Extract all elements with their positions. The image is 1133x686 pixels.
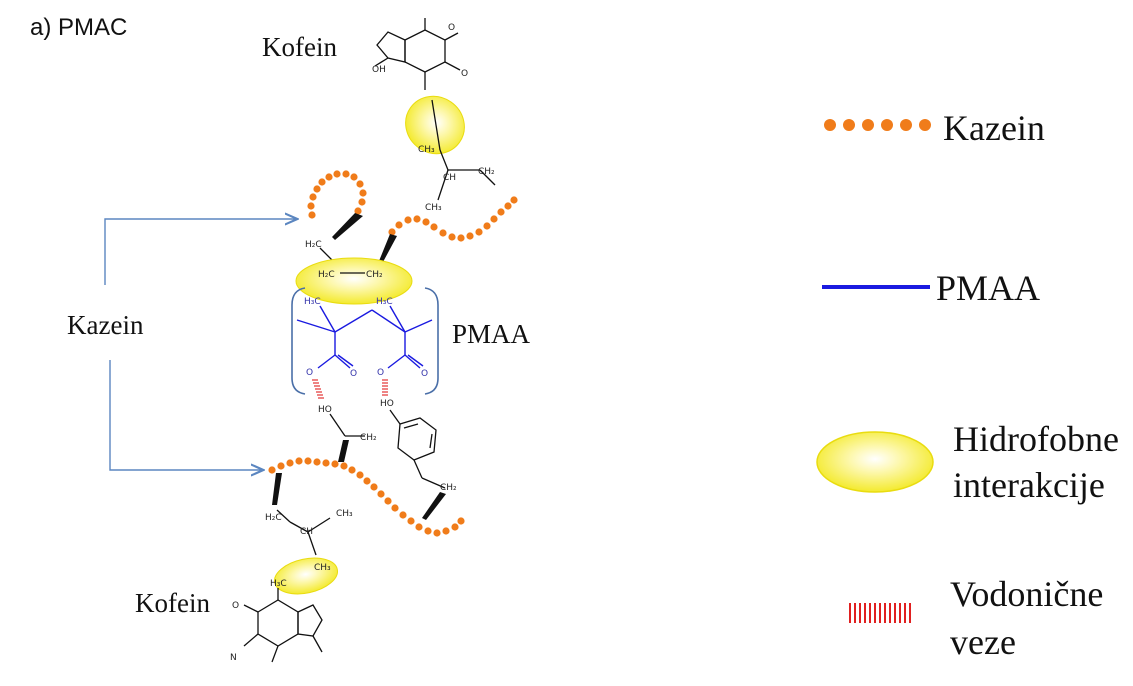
chain-ch2-a: CH₂ (478, 167, 495, 177)
legend-hbond-label-1: Vodonične (950, 574, 1103, 614)
lower-ch3-a: CH₃ (336, 509, 353, 519)
casein-chain-upper-left (307, 170, 367, 219)
center-ch2: CH₂ (366, 270, 383, 280)
wedge-bonds-upper (332, 213, 397, 262)
chain-ch3-a: CH₃ (418, 145, 435, 155)
pmaa-o-d: O (421, 369, 428, 379)
casein-left-label: Kazein (67, 310, 144, 340)
caffeine-bottom-n: N (230, 653, 237, 663)
lower-ch: CH (300, 527, 313, 537)
legend-pmaa-label: PMAA (936, 268, 1040, 308)
chain-ch3-b: CH₃ (425, 203, 442, 213)
pmaa-o-b: O (350, 369, 357, 379)
caffeine-bottom-o: O (232, 601, 239, 611)
lower-residue-bonds (329, 409, 446, 489)
legend-hydrophobic-label-2: interakcije (953, 465, 1105, 505)
pmaa-o-a: O (306, 368, 313, 378)
pmaa-h3c-b: H₃C (376, 297, 393, 307)
bottom-h3c: H₃C (270, 579, 287, 589)
caffeine-bottom-structure (243, 588, 323, 663)
lower-ho-b: HO (380, 399, 394, 409)
lower-ch2-b: CH₂ (440, 483, 457, 493)
pmaa-center-label: PMAA (452, 319, 531, 349)
caffeine-top-o2: O (461, 69, 468, 79)
casein-arrows (104, 219, 296, 470)
legend-casein-label: Kazein (943, 108, 1045, 148)
legend: Kazein PMAA Hidrofobne interakcije Vodon… (816, 108, 1119, 662)
pmaa-h3c-a: H₃C (304, 297, 321, 307)
caffeine-top-label: Kofein (262, 32, 337, 62)
legend-hbond-label-2: veze (950, 622, 1016, 662)
legend-hydrophobic-label-1: Hidrofobne (953, 419, 1119, 459)
hydrophobic-ellipse-top (405, 95, 465, 155)
caffeine-top-o: O (448, 23, 455, 33)
hydrogen-bonds-center (312, 379, 388, 399)
pmaa-backbone (296, 305, 433, 369)
legend-casein-swatch (824, 119, 931, 131)
lower-ch2-a: CH₂ (360, 433, 377, 443)
pmaa-bracket (291, 287, 439, 395)
hydrophobic-ellipse-bottom (274, 557, 338, 595)
pmaa-o-c: O (377, 368, 384, 378)
legend-hydrophobic-swatch (816, 431, 934, 493)
wedge-bonds-lower (272, 440, 446, 520)
lower-ho-a: HO (318, 405, 332, 415)
lower-chain-bonds (276, 509, 331, 556)
caffeine-bottom-label: Kofein (135, 588, 210, 618)
upper-h2c-a: H₂C (305, 240, 322, 250)
caffeine-top-structure (374, 18, 461, 90)
center-h2c: H₂C (318, 270, 335, 280)
panel-title: a) PMAC (30, 14, 127, 41)
chain-ch: CH (443, 173, 456, 183)
legend-hbond-swatch (849, 603, 911, 623)
casein-chain-lower (268, 457, 465, 537)
bottom-ch3: CH₃ (314, 563, 331, 573)
hydrophobic-ellipse-center (295, 257, 413, 305)
caffeine-top-chain (431, 99, 496, 201)
lower-h2c: H₂C (265, 513, 282, 523)
caffeine-top-oh: OH (372, 65, 386, 75)
casein-chain-upper-right (388, 196, 518, 242)
